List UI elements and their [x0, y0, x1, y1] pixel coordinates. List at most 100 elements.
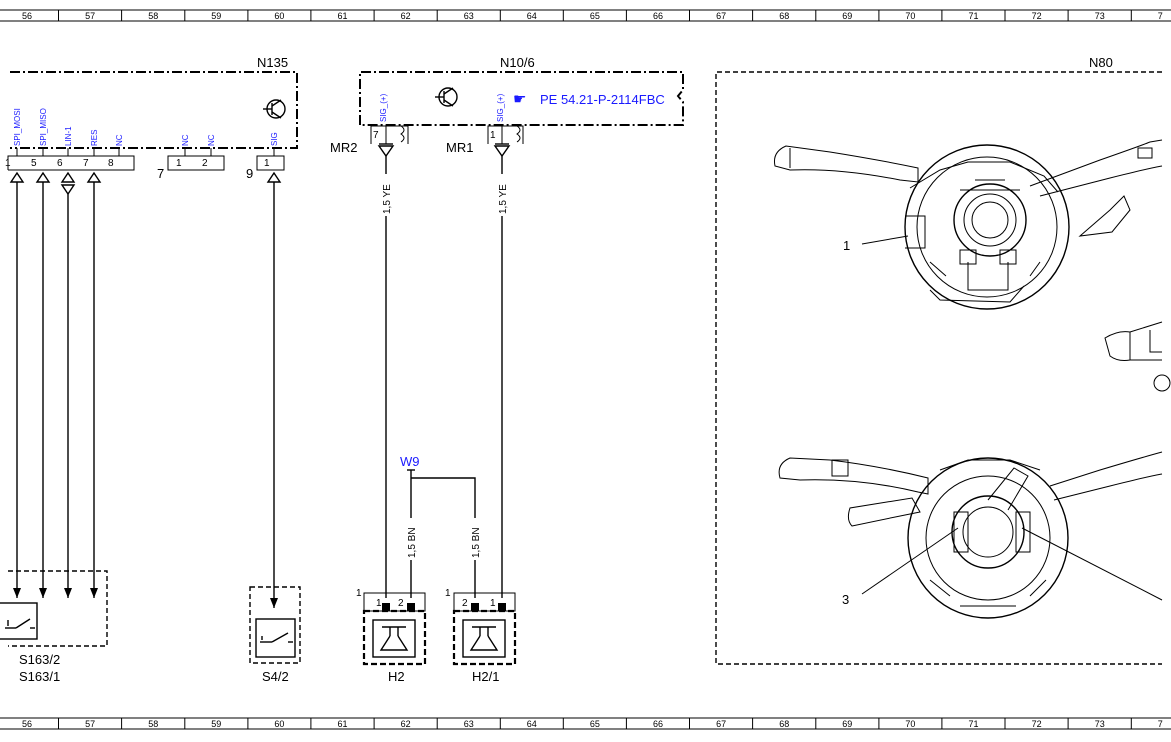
- pin-1: 1: [5, 158, 11, 169]
- ruler-number: 71: [969, 719, 979, 729]
- relay-mr1-label: MR1: [446, 140, 473, 155]
- wire-bn-left-label: 1,5 BN: [407, 527, 418, 558]
- ruler-number: 68: [779, 11, 789, 21]
- connector-9-label: 9: [246, 166, 253, 181]
- n135-title: N135: [257, 55, 288, 70]
- signal-nc-1: NC: [115, 134, 124, 146]
- pin-8: 8: [108, 158, 114, 169]
- transistor-icon: [263, 99, 286, 119]
- ye-wires: 1,5 YE 1,5 YE: [378, 156, 510, 598]
- h2-1-connector-label: 1: [445, 588, 451, 599]
- ruler-number: 65: [590, 11, 600, 21]
- callout-3: 3: [842, 592, 849, 607]
- horn-icon: [469, 626, 499, 651]
- s163-1-label: S163/1: [19, 669, 60, 684]
- signal-nc-2: NC: [181, 134, 190, 146]
- pin-1: 1: [490, 130, 496, 141]
- n80-title: N80: [1089, 55, 1113, 70]
- connector-7-label: 7: [157, 166, 164, 181]
- ruler-number: 59: [211, 11, 221, 21]
- callout-line-right: [1021, 527, 1163, 601]
- ruler-number: 63: [464, 11, 474, 21]
- ruler-number: 66: [653, 719, 663, 729]
- h2-pin-2: 2: [398, 598, 404, 609]
- ground-point-w9: W9 1,5 BN 1,5 BN: [400, 454, 483, 598]
- h2-label: H2: [388, 669, 405, 684]
- ruler-number: 70: [905, 719, 915, 729]
- ruler-number: 72: [1032, 719, 1042, 729]
- ruler-number: 59: [211, 719, 221, 729]
- ruler-number: 67: [716, 719, 726, 729]
- pin-nc-1: 1: [176, 158, 182, 169]
- callout-1: 1: [843, 238, 850, 253]
- ruler-number: 60: [274, 719, 284, 729]
- h2-1-pin-2: 2: [462, 598, 468, 609]
- callout-3-line: [861, 527, 959, 595]
- signal-sig-plus-2: SIG_(+): [496, 93, 505, 122]
- reference-link[interactable]: PE 54.21-P-2114FBC: [540, 92, 665, 107]
- signal-lin-1: LIN-1: [64, 126, 73, 146]
- pin-7: 7: [373, 130, 379, 141]
- ruler-number: 62: [401, 11, 411, 21]
- n135-wires: [9, 171, 282, 608]
- switch-icon: [260, 632, 293, 643]
- ruler-number: 68: [779, 719, 789, 729]
- ruler-number: 69: [842, 719, 852, 729]
- h2-pin-1: 1: [376, 598, 382, 609]
- ruler-number: 72: [1032, 11, 1042, 21]
- transistor-icon: [435, 87, 458, 107]
- h2-1-label: H2/1: [472, 669, 499, 684]
- signal-res: RES: [90, 130, 99, 146]
- ruler-number: 7: [1158, 719, 1163, 729]
- signal-sig: SIG: [270, 132, 279, 146]
- pointing-hand-icon: ☛: [513, 91, 526, 108]
- pin-5: 5: [31, 158, 37, 169]
- ruler-number: 56: [22, 11, 32, 21]
- ruler-number: 65: [590, 719, 600, 729]
- ruler-number: 70: [905, 11, 915, 21]
- relay-mr2-label: MR2: [330, 140, 357, 155]
- ruler-number: 57: [85, 11, 95, 21]
- signal-nc-3: NC: [207, 134, 216, 146]
- pin-sig-1: 1: [264, 158, 270, 169]
- pin-7: 7: [83, 158, 89, 169]
- callout-1-line: [861, 235, 909, 245]
- ruler-number: 64: [527, 719, 537, 729]
- wire-bn-right-label: 1,5 BN: [471, 527, 482, 558]
- signal-sig-plus-1: SIG_(+): [379, 93, 388, 122]
- ruler-number: 63: [464, 719, 474, 729]
- pin-6: 6: [57, 158, 63, 169]
- h2-connector-label: 1: [356, 588, 362, 599]
- horn-h2-1: 1 2 1 H2/1: [445, 588, 517, 684]
- component-n80: N80 1: [715, 55, 1171, 665]
- signal-spi-mosi: SPI_MOSI: [13, 108, 22, 146]
- switch-icon: [5, 618, 35, 629]
- ruler-number: 73: [1095, 719, 1105, 729]
- s163-2-label: S163/2: [19, 652, 60, 667]
- ruler-number: 67: [716, 11, 726, 21]
- signal-spi-miso: SPI_MISO: [39, 108, 48, 146]
- wire-arrowhead-icon: [13, 588, 278, 608]
- ruler-number: 58: [148, 11, 158, 21]
- steering-column-module-lower-image: [778, 451, 1163, 619]
- ruler-number: 60: [274, 11, 284, 21]
- ruler-number: 58: [148, 719, 158, 729]
- ruler-number: 69: [842, 11, 852, 21]
- switch-s4-2: S4/2: [249, 586, 301, 684]
- ruler-number: 64: [527, 11, 537, 21]
- n10-6-title: N10/6: [500, 55, 535, 70]
- pin-nc-2: 2: [202, 158, 208, 169]
- ruler-number: 73: [1095, 11, 1105, 21]
- connector-arrow-icon: [9, 171, 282, 196]
- ruler-number: 7: [1158, 11, 1163, 21]
- s4-2-label: S4/2: [262, 669, 289, 684]
- ruler-number: 56: [22, 719, 32, 729]
- horn-icon: [379, 626, 409, 651]
- wire-ye-left-label: 1,5 YE: [382, 184, 393, 214]
- connector-arrow-icon: [377, 143, 511, 158]
- ruler-number: 61: [338, 719, 348, 729]
- switch-s163: S163/2 S163/1: [0, 570, 108, 684]
- steering-column-module-image: [774, 139, 1171, 392]
